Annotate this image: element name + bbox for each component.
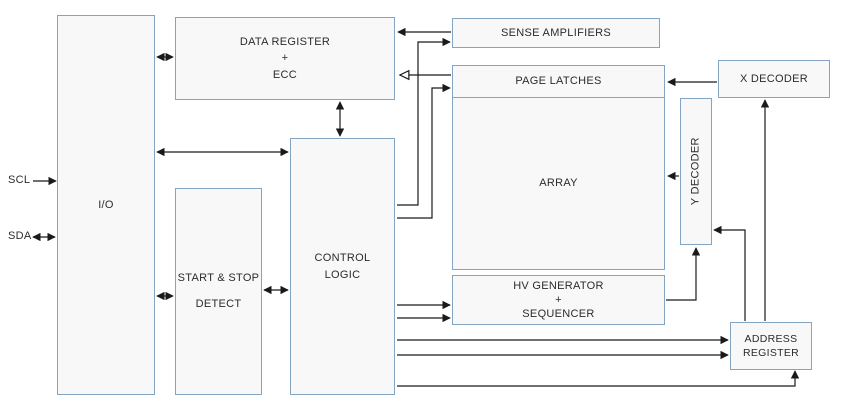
block-start-stop-detect-label: START & STOP DETECT [177,272,260,310]
block-address-register: ADDRESS REGISTER [730,322,812,370]
block-data-register-ecc: DATA REGISTER + ECC [175,17,395,100]
block-page-latches-label: PAGE LATCHES [515,75,602,88]
block-hv-generator-sequencer-label: HV GENERATOR + SEQUENCER [513,279,604,321]
block-data-register-ecc-label: DATA REGISTER + ECC [239,35,331,81]
block-x-decoder: X DECODER [718,60,830,98]
block-sense-amplifiers-label: SENSE AMPLIFIERS [501,26,611,39]
block-array: ARRAY [452,97,665,270]
conn-control-logic-to-sense-amplifiers [397,37,451,206]
conn-hv-generator-to-y-decoder [666,247,701,301]
block-array-label: ARRAY [539,177,578,190]
block-hv-generator-sequencer: HV GENERATOR + SEQUENCER [452,275,665,325]
conn-control-logic-to-address-register-bottom [397,370,800,387]
conn-control-logic-to-page-latches [397,83,451,219]
scl-pin-label: SCL [8,174,31,186]
block-y-decoder-label: Y DECODER [689,137,702,206]
sda-pin-label: SDA [8,230,32,242]
block-x-decoder-label: X DECODER [739,72,809,85]
block-io: I/O [57,15,155,395]
block-page-latches: PAGE LATCHES [452,65,665,98]
block-io-label: I/O [98,198,114,211]
block-address-register-label: ADDRESS REGISTER [742,332,800,359]
block-control-logic: CONTROL LOGIC [290,138,395,395]
block-sense-amplifiers: SENSE AMPLIFIERS [452,18,660,48]
conn-address-register-to-y-decoder [713,225,746,321]
block-y-decoder: Y DECODER [680,98,712,245]
block-control-logic-label: CONTROL LOGIC [314,252,371,281]
block-start-stop-detect: START & STOP DETECT [175,188,262,395]
